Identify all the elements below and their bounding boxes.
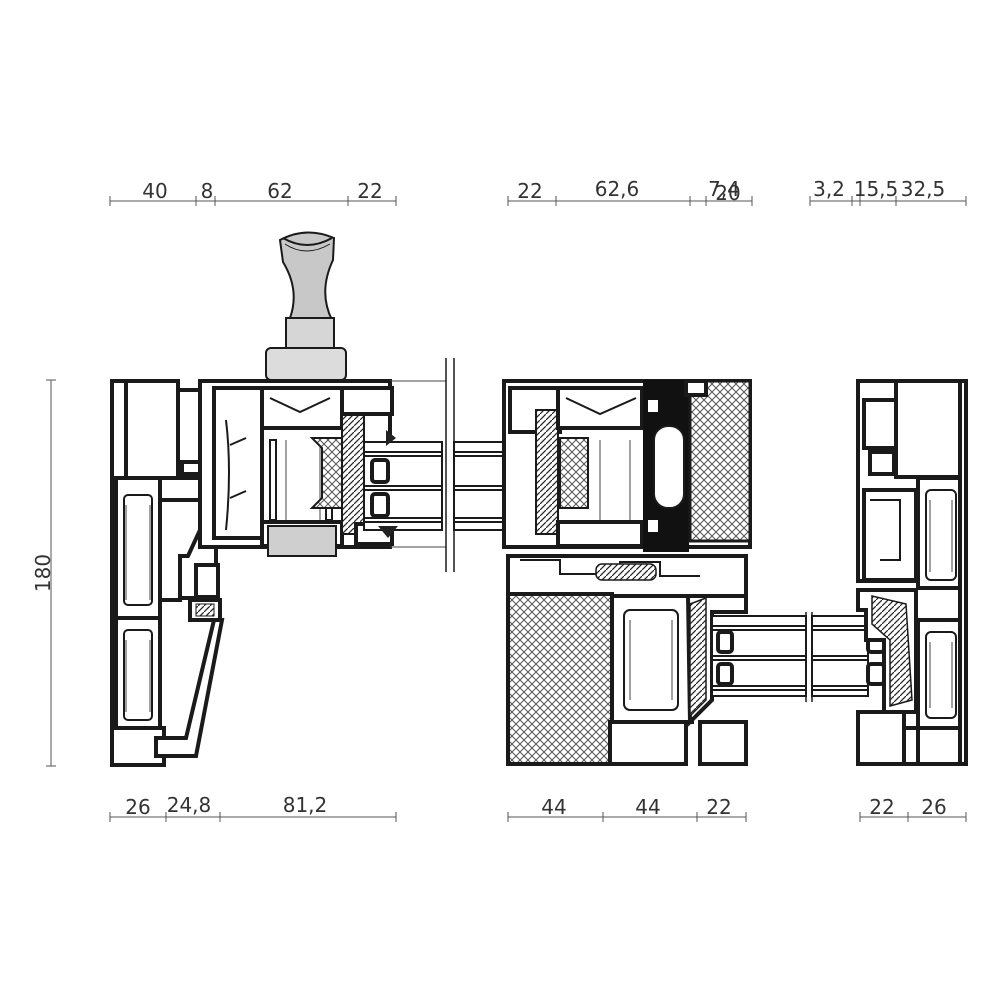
dimension-lines <box>46 196 967 822</box>
dim-bottom-left-2: 24,8 <box>167 793 212 817</box>
dim-bottom-middle-1: 44 <box>541 795 566 819</box>
dim-height: 180 <box>31 554 55 592</box>
dim-bottom-left-1: 26 <box>125 795 150 819</box>
dim-top-right-2: 15,5 <box>854 177 899 201</box>
dim-top-middle-4: 20 <box>715 181 740 205</box>
dim-top-left-2: 8 <box>201 179 214 203</box>
dim-top-left-1: 40 <box>142 179 167 203</box>
middle-profile-section <box>453 379 807 766</box>
dim-top-right-1: 3,2 <box>813 177 845 201</box>
dim-top-right-3: 32,5 <box>901 177 946 201</box>
left-profile-section <box>110 231 446 767</box>
dim-bottom-right-1: 22 <box>869 795 894 819</box>
dim-bottom-middle-2: 44 <box>635 795 660 819</box>
handle <box>265 231 347 381</box>
dim-top-middle-1: 22 <box>517 179 542 203</box>
dim-top-middle-2: 62,6 <box>595 177 640 201</box>
right-profile-section <box>811 379 968 766</box>
dim-top-middle-3: 7,4 <box>708 177 740 201</box>
dim-bottom-left-3: 81,2 <box>283 793 328 817</box>
dim-top-left-3: 62 <box>267 179 292 203</box>
dim-bottom-middle-3: 22 <box>706 795 731 819</box>
dimension-labels: 40 8 62 22 22 62,6 7,4 20 3,2 15,5 32,5 … <box>31 177 947 819</box>
dim-bottom-right-2: 26 <box>921 795 946 819</box>
dim-top-left-4: 22 <box>357 179 382 203</box>
